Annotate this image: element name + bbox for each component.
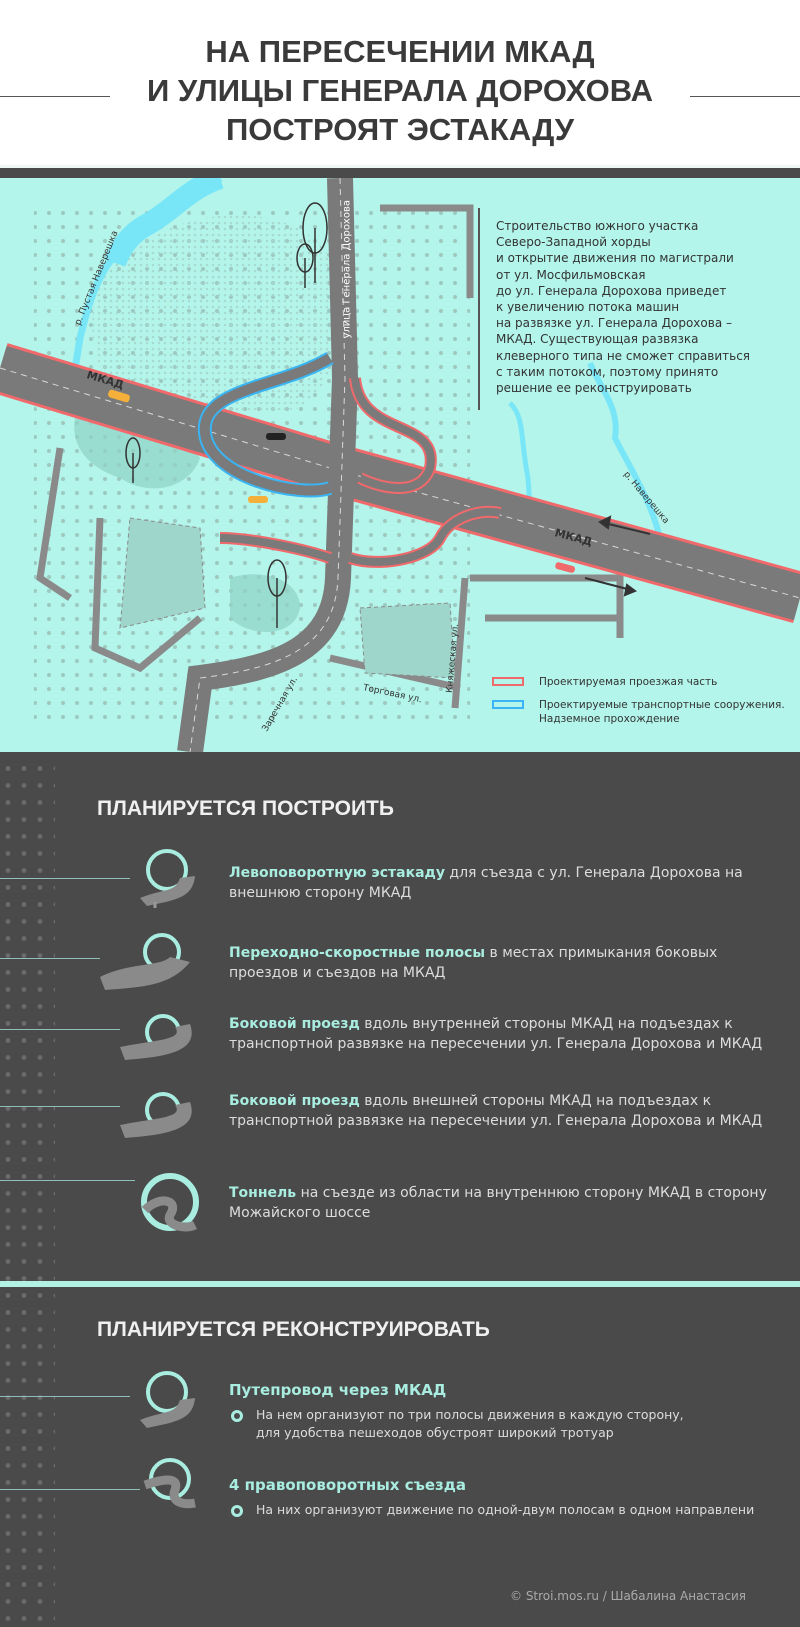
footer-credit: © Stroi.mos.ru / Шабалина Анастасия [510, 1589, 746, 1603]
intro-line: Строительство южного участка [496, 219, 699, 233]
section-title-build: ПЛАНИРУЕТСЯ ПОСТРОИТЬ [97, 797, 394, 820]
bullet-icon [231, 1505, 243, 1517]
intro-line: МКАД. Существующая развязка [496, 332, 699, 347]
intro-text: Строительство южного участка Северо-Запа… [478, 208, 788, 411]
legend-label: Проектируемые транспортные сооружения.На… [539, 699, 785, 725]
item-connector-line [0, 1106, 120, 1107]
item-connector-line [0, 1489, 140, 1490]
item-connector-line [0, 958, 100, 959]
interchange-map: МКАД МКАД улица Генерала Дорохова р. Пус… [0, 178, 800, 752]
build-item: Боковой проезд вдоль внешней стороны МКА… [229, 1093, 763, 1129]
side-road-icon [120, 1014, 192, 1060]
tree-icon [125, 202, 328, 628]
road-dorokhova [177, 178, 359, 752]
title-line: И УЛИЦЫ ГЕНЕРАЛА ДОРОХОВА [146, 73, 654, 108]
build-item: Переходно-скоростные полосы в местах при… [229, 945, 718, 981]
intro-line: на развязке ул. Генерала Дорохова – [496, 316, 732, 331]
reconstruct-item-text: На них организуют движение по одной-двум… [256, 1502, 755, 1517]
intro-line: клеверного типа не сможет справиться [496, 348, 751, 363]
reconstruct-item-title: 4 правоповоротных съезда [229, 1476, 466, 1494]
reconstruct-item-text: На нем организуют по три полосы движения… [256, 1407, 684, 1440]
item-connector-line [0, 878, 130, 879]
legend-label: Проектируемая проезжая часть [539, 676, 718, 688]
river-right [587, 361, 663, 539]
tunnel-icon [141, 1173, 199, 1232]
intro-line: от ул. Мосфильмовская [496, 267, 646, 282]
reconstruct-item-title: Путепровод через МКАД [229, 1381, 447, 1399]
build-item: Боковой проезд вдоль внутренней стороны … [229, 1016, 763, 1052]
intro-line: к увеличению потока машин [496, 300, 680, 315]
title-rule-right [690, 96, 800, 97]
ramp-icon [143, 1458, 196, 1509]
label-street-main: улица Генерала Дорохова [341, 200, 353, 339]
bullet-icon [231, 1410, 243, 1422]
lanes-icon [100, 933, 190, 990]
legend-swatch-red [492, 677, 524, 686]
title-line: НА ПЕРЕСЕЧЕНИИ МКАД [205, 34, 595, 69]
intro-line: решение ее реконструировать [496, 381, 692, 396]
map-arrows [584, 515, 651, 597]
title-rule-left [0, 96, 110, 97]
roads [0, 178, 800, 752]
intro-line: Северо-Западной хорды [496, 235, 651, 250]
intro-line: и открытие движения по магистрали [496, 251, 734, 266]
overpass-icon [140, 1371, 195, 1428]
intro-line: с таким потоком, поэтому принято [496, 364, 719, 379]
item-connector-line [0, 1180, 135, 1181]
side-road-icon [120, 1092, 192, 1138]
build-item: Тоннель на съезде из области на внутренн… [229, 1185, 767, 1221]
legend-swatch-blue [492, 700, 524, 709]
intro-line: до ул. Генерала Дорохова приведет [496, 283, 727, 298]
cars [108, 389, 576, 573]
item-connector-line [0, 1396, 130, 1397]
title-line: ПОСТРОЯТ ЭСТАКАДУ [226, 112, 574, 147]
buildings [36, 204, 624, 709]
dot-pattern [0, 760, 55, 1627]
page-title: НА ПЕРЕСЕЧЕНИИ МКАД И УЛИЦЫ ГЕНЕРАЛА ДОР… [0, 32, 800, 149]
item-connector-line [0, 1029, 120, 1030]
map-drawing [0, 178, 800, 752]
park-area [92, 215, 341, 414]
overpass-icon [140, 849, 195, 908]
header: НА ПЕРЕСЕЧЕНИИ МКАД И УЛИЦЫ ГЕНЕРАЛА ДОР… [0, 0, 800, 168]
build-item: Левоповоротную эстакаду для съезда с ул.… [229, 865, 743, 901]
section-divider [0, 1281, 800, 1287]
section-title-reconstruct: ПЛАНИРУЕТСЯ РЕКОНСТРУИРОВАТЬ [97, 1318, 490, 1341]
